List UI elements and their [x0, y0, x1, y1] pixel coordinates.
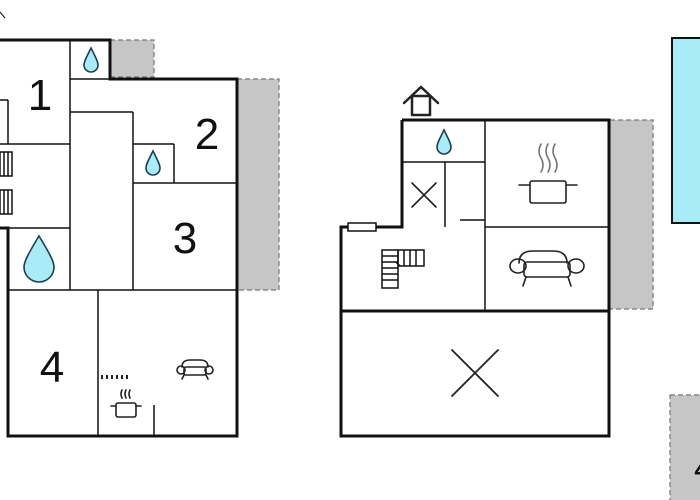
corner-marker [0, 11, 6, 19]
cross-icon [451, 349, 499, 397]
stairs-stub [0, 151, 13, 215]
stairs-icon [381, 249, 425, 289]
terrace-right-middle [609, 119, 654, 310]
water-drop-icon [436, 128, 452, 155]
sofa-icon [509, 250, 585, 287]
outer-wall-middle-plan [339, 118, 611, 438]
interior-walls-left [0, 40, 237, 436]
terrace-bottom-right [669, 394, 700, 500]
terrace-top [109, 39, 155, 78]
water-drop-icon [145, 149, 161, 176]
pool [671, 37, 700, 224]
interior-walls-middle [341, 120, 609, 313]
floor-plan-right-partial: 4 [669, 37, 700, 500]
cross-icon [411, 182, 437, 208]
water-drop-icon [83, 46, 99, 73]
sofa-icon [176, 359, 214, 380]
room-number-3: 3 [173, 214, 197, 263]
cooking-pot-icon [110, 389, 142, 418]
room-number-partial: 4 [694, 447, 700, 488]
water-drop-icon [23, 234, 55, 283]
floor-plan-middle [339, 85, 654, 438]
terrace-right [236, 78, 280, 291]
room-number-2: 2 [195, 110, 219, 159]
outer-wall-left-plan [0, 38, 239, 438]
floor-plan-left: 1 2 3 4 [0, 38, 280, 438]
cooking-pot-icon [518, 143, 578, 204]
room-number-4: 4 [40, 343, 64, 392]
window-marker [347, 222, 377, 232]
chimney-icon [402, 85, 440, 117]
room-number-1: 1 [28, 71, 52, 120]
